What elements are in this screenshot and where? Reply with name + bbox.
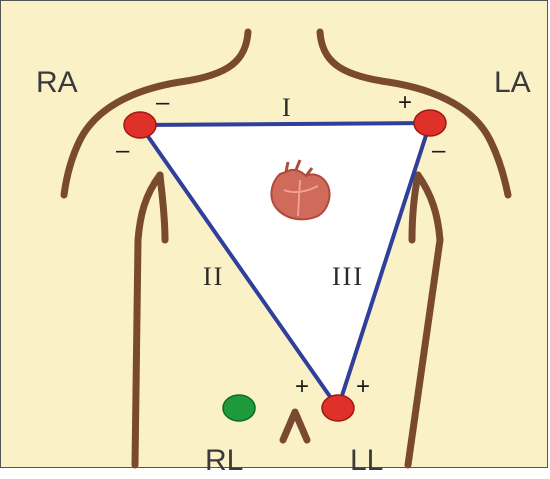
label-ra: RA bbox=[36, 66, 78, 99]
polarity-ll-lead3: + bbox=[356, 373, 370, 400]
polarity-la-lead1: + bbox=[398, 89, 412, 116]
polarity-la-lead3: – bbox=[432, 137, 446, 164]
crotch-outline bbox=[283, 412, 307, 440]
electrode-ra bbox=[124, 112, 156, 138]
polarity-ra-lead2: – bbox=[116, 137, 130, 164]
label-la: LA bbox=[494, 66, 531, 99]
label-lead-2: II bbox=[203, 262, 224, 291]
left-arm-outline bbox=[135, 175, 160, 465]
right-arm-tip bbox=[412, 175, 418, 240]
left-arm-tip bbox=[160, 175, 165, 240]
label-lead-1: I bbox=[282, 93, 293, 122]
electrode-ll bbox=[322, 395, 354, 421]
electrode-la bbox=[414, 110, 446, 136]
polarity-ll-lead2: + bbox=[295, 373, 309, 400]
label-lead-3: III bbox=[332, 262, 364, 291]
polarity-ra-lead1: – bbox=[156, 89, 170, 116]
einthoven-triangle bbox=[140, 123, 430, 408]
label-rl: RL bbox=[205, 444, 243, 477]
label-ll: LL bbox=[350, 444, 383, 477]
electrode-rl bbox=[223, 395, 255, 421]
